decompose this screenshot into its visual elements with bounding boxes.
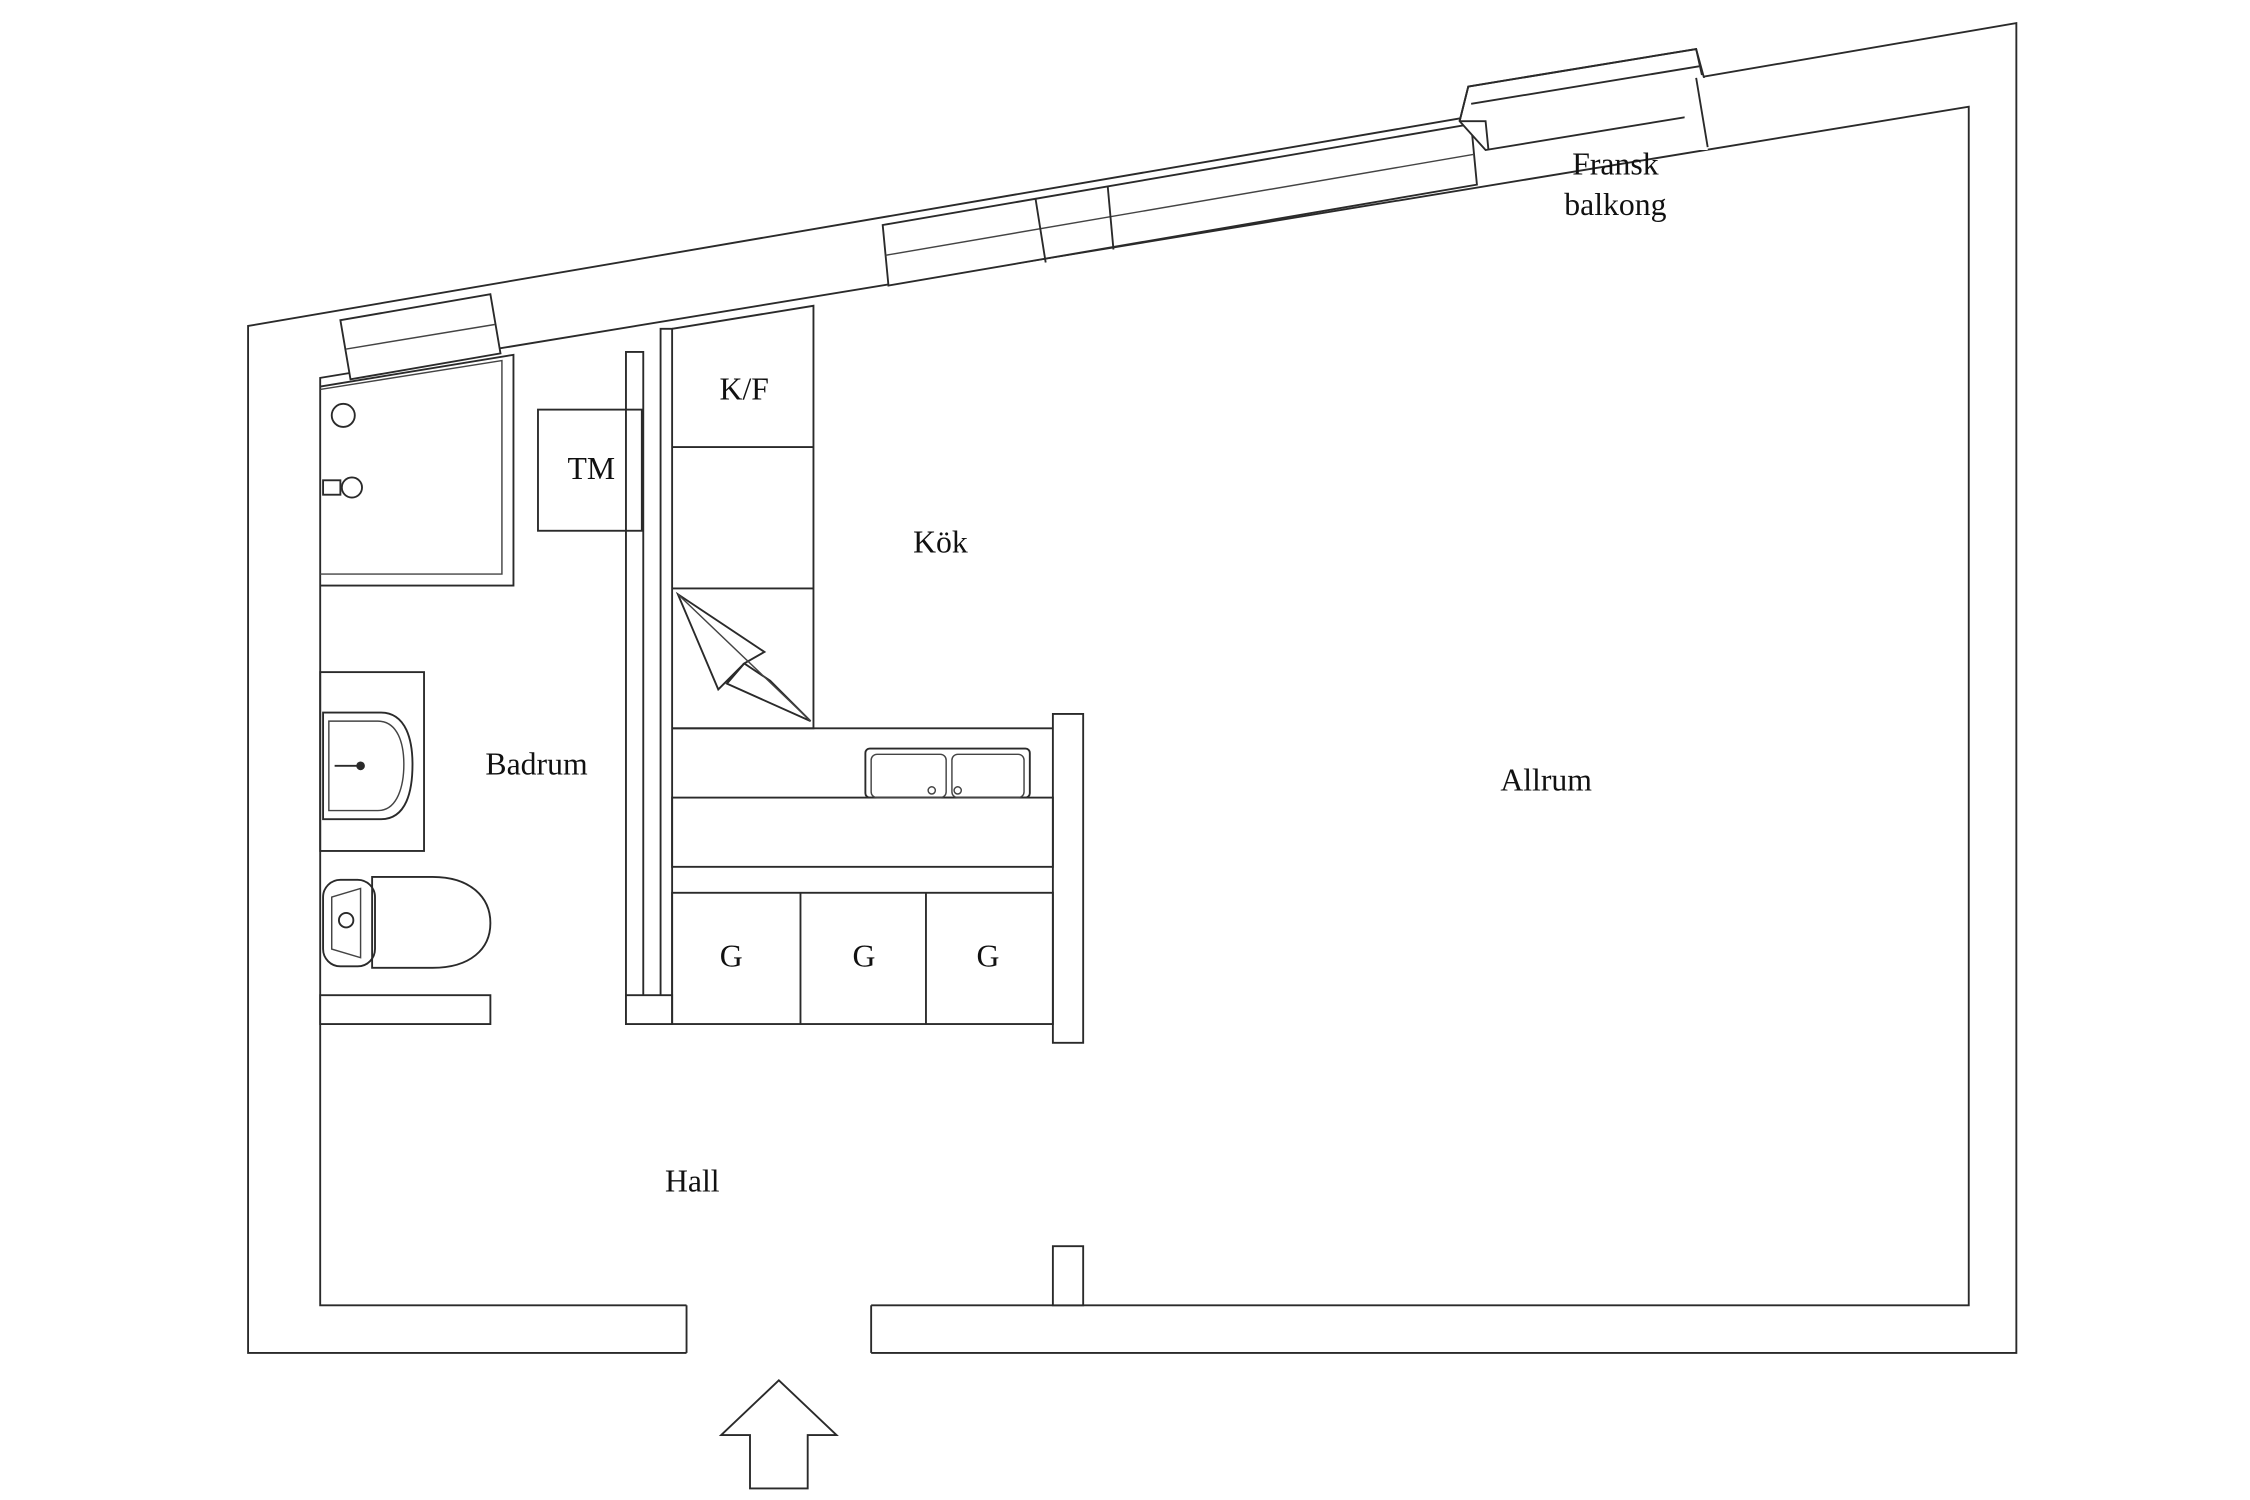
label-fransk: Fransk: [1572, 147, 1658, 182]
wall-bath-bottom: [319, 994, 492, 1025]
window-kitchen: [881, 122, 1478, 287]
washing-machine: [537, 408, 643, 532]
label-kok: Kök: [913, 524, 968, 559]
entrance-arrow-icon: [718, 1378, 839, 1490]
label-allrum: Allrum: [1500, 762, 1592, 797]
shower-head-icon: [340, 476, 363, 499]
wall-kitchen-left: [659, 327, 674, 1025]
shower-drain-icon: [330, 402, 356, 428]
label-hall: Hall: [665, 1163, 720, 1198]
wall-stub-bottom: [1051, 1245, 1085, 1307]
sink-drain-icon: [356, 761, 365, 771]
island-counter: [671, 796, 1054, 868]
french-balcony: [1458, 47, 1709, 152]
window-bathroom: [339, 293, 502, 381]
label-kf: K/F: [720, 372, 769, 407]
shower: [320, 353, 515, 587]
label-balkong: balkong: [1564, 187, 1666, 222]
wardrobes: [671, 891, 1054, 1025]
wall-counter-end: [1051, 713, 1085, 1044]
label-g2: G: [852, 938, 875, 973]
label-badrum: Badrum: [485, 747, 588, 782]
kitchen-sink: [864, 747, 1031, 799]
label-g1: G: [720, 938, 743, 973]
stove: [672, 591, 1053, 730]
label-tm: TM: [568, 451, 616, 486]
bath-sink: [319, 671, 425, 852]
wall-bath-right: [625, 350, 645, 1025]
label-g3: G: [977, 938, 1000, 973]
toilet: [322, 875, 492, 969]
wall-bath-bottom-right: [625, 994, 674, 1025]
